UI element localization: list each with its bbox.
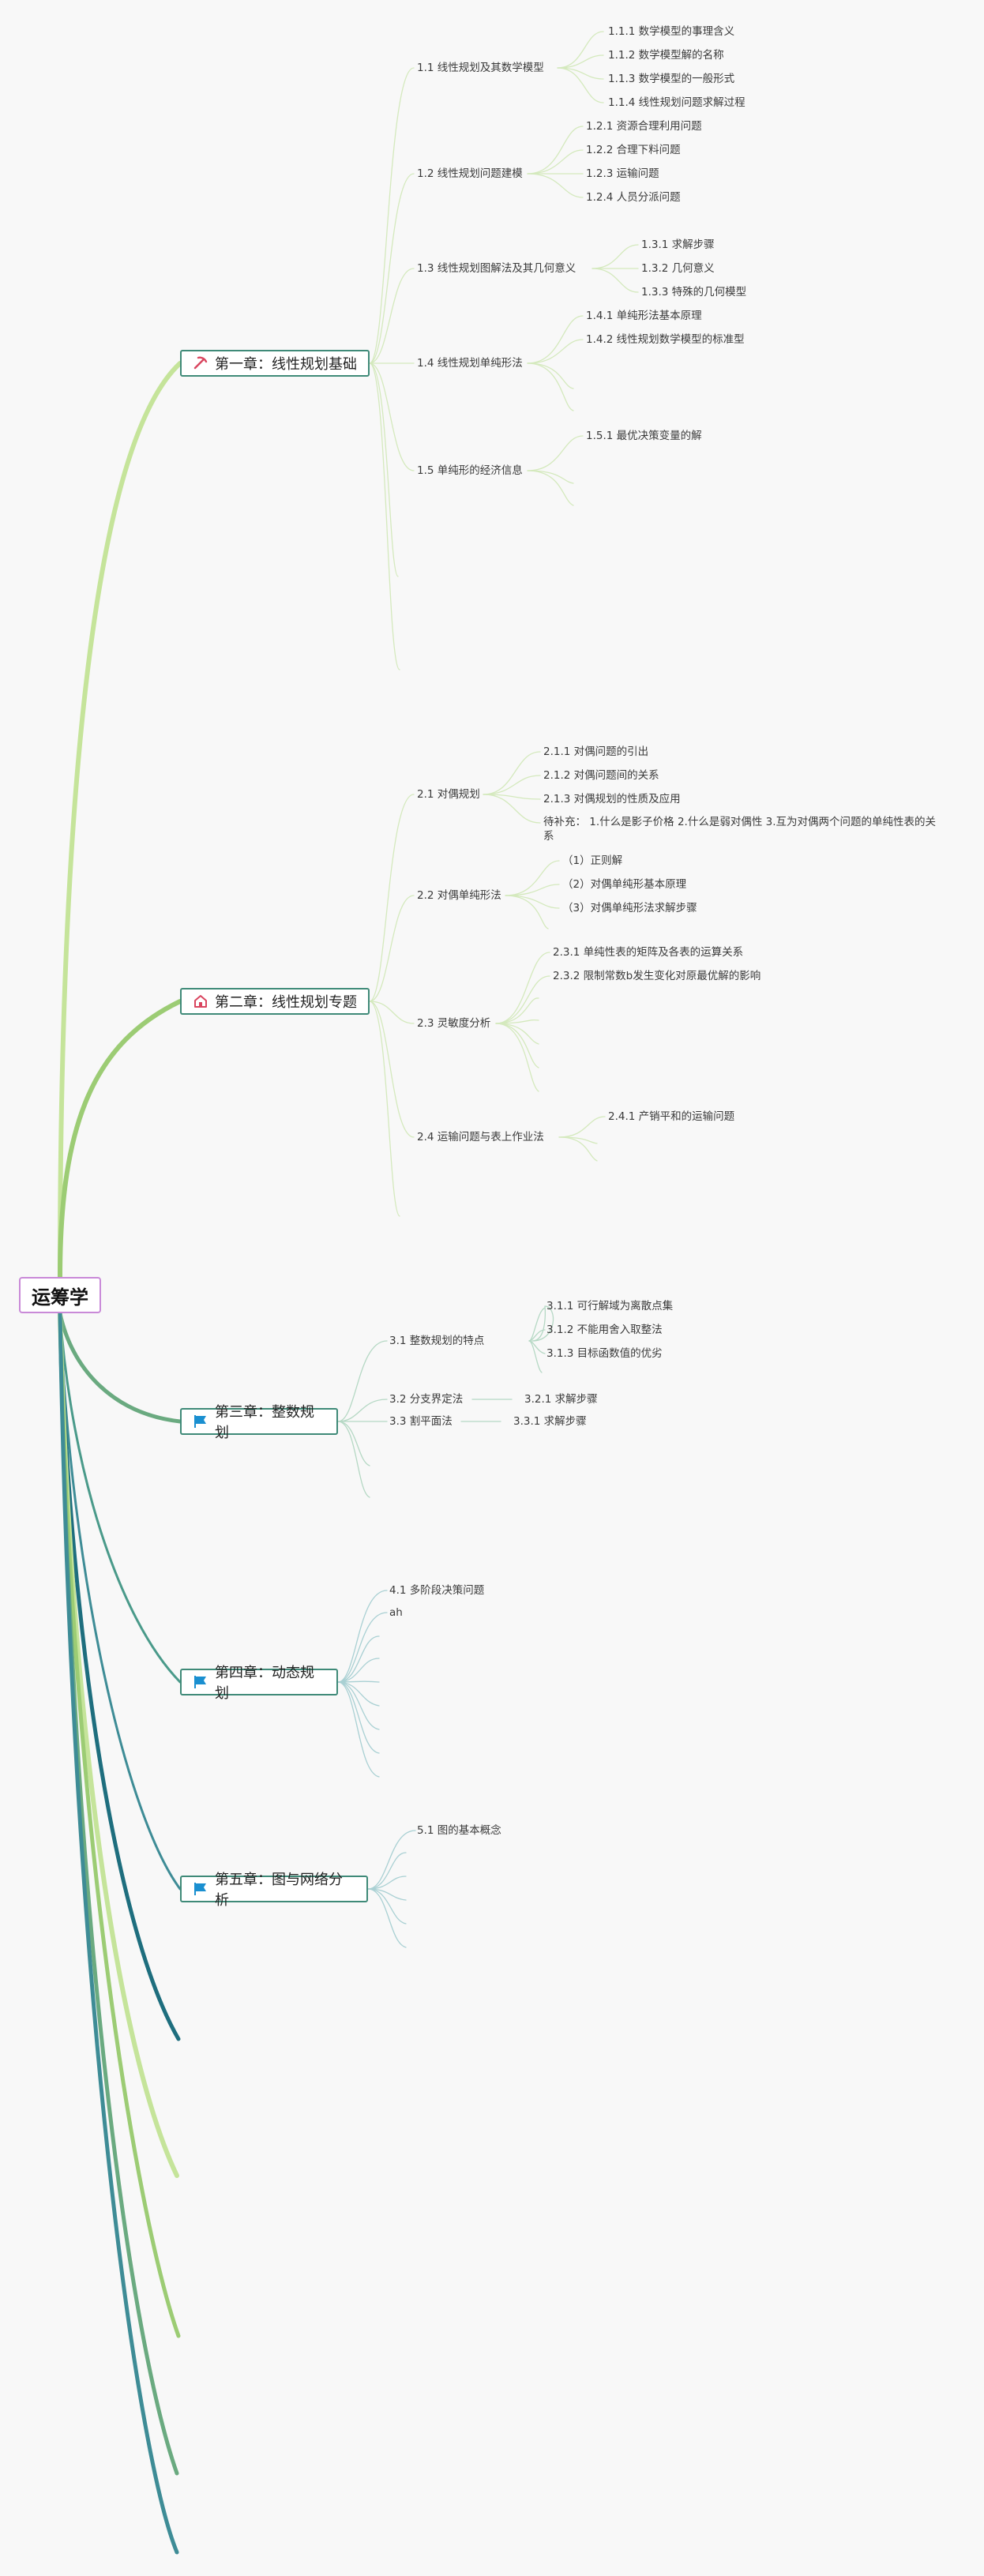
- flag-icon: [193, 1414, 208, 1429]
- note-2-1[interactable]: 待补充： 1.什么是影子价格 2.什么是弱对偶性 3.互为对偶两个问题的单纯性表…: [543, 816, 937, 843]
- flag-icon: [193, 1674, 208, 1690]
- chapter-5-label: 第五章：图与网络分析: [215, 1872, 343, 1909]
- chapter-1-node[interactable]: 第一章：线性规划基础: [180, 350, 370, 377]
- item-1-2-1[interactable]: 1.2.1 资源合理利用问题: [586, 120, 702, 133]
- section-2-1[interactable]: 2.1 对偶规划: [417, 788, 480, 801]
- item-1-1-1[interactable]: 1.1.1 数学模型的事理含义: [608, 25, 735, 38]
- chapter-5-node[interactable]: 第五章：图与网络分析: [180, 1872, 368, 1909]
- chapter-3-label: 第三章：整数规划: [215, 1404, 314, 1441]
- item-3-1-2[interactable]: 3.1.2 不能用舍入取整法: [546, 1324, 663, 1336]
- item-2-3-2[interactable]: 2.3.2 限制常数b发生变化对原最优解的影响: [553, 970, 761, 982]
- chapter-1-label: 第一章：线性规划基础: [215, 356, 357, 373]
- item-1-1-3[interactable]: 1.1.3 数学模型的一般形式: [608, 73, 735, 85]
- section-1-5[interactable]: 1.5 单纯形的经济信息: [417, 464, 523, 477]
- section-2-3[interactable]: 2.3 灵敏度分析: [417, 1017, 491, 1030]
- item-3-3-1[interactable]: 3.3.1 求解步骤: [513, 1415, 587, 1428]
- item-2-4-1[interactable]: 2.4.1 产销平和的运输问题: [608, 1110, 735, 1123]
- section-3-1[interactable]: 3.1 整数规划的特点: [389, 1335, 485, 1347]
- flag-icon: [193, 1881, 208, 1897]
- item-1-2-2[interactable]: 1.2.2 合理下料问题: [586, 144, 681, 156]
- home-icon: [193, 993, 208, 1009]
- item-2-2-1[interactable]: （1）正则解: [562, 854, 623, 867]
- item-1-4-2[interactable]: 1.4.2 线性规划数学模型的标准型: [586, 333, 745, 346]
- section-1-3[interactable]: 1.3 线性规划图解法及其几何意义: [417, 262, 577, 275]
- item-3-1-3[interactable]: 3.1.3 目标函数值的优劣: [546, 1347, 663, 1360]
- item-3-1-1[interactable]: 3.1.1 可行解域为离散点集: [546, 1300, 674, 1312]
- item-1-3-3[interactable]: 1.3.3 特殊的几何模型: [641, 286, 747, 299]
- chapter-2-node[interactable]: 第二章：线性规划专题: [180, 988, 370, 1015]
- item-2-1-3[interactable]: 2.1.3 对偶规划的性质及应用: [543, 793, 681, 805]
- section-1-4[interactable]: 1.4 线性规划单纯形法: [417, 357, 523, 370]
- pickaxe-icon: [193, 355, 208, 371]
- chapter-4-node[interactable]: 第四章：动态规划: [180, 1665, 338, 1702]
- chapter-2-label: 第二章：线性规划专题: [215, 994, 357, 1011]
- section-3-3[interactable]: 3.3 割平面法: [389, 1415, 453, 1428]
- section-3-2[interactable]: 3.2 分支界定法: [389, 1393, 464, 1406]
- section-2-2[interactable]: 2.2 对偶单纯形法: [417, 889, 501, 902]
- item-1-3-2[interactable]: 1.3.2 几何意义: [641, 262, 715, 275]
- chapter-4-label: 第四章：动态规划: [215, 1665, 314, 1702]
- item-1-4-1[interactable]: 1.4.1 单纯形法基本原理: [586, 310, 702, 322]
- item-2-1-2[interactable]: 2.1.2 对偶问题间的关系: [543, 769, 659, 782]
- root-label: 运筹学: [32, 1286, 88, 1309]
- item-3-2-1[interactable]: 3.2.1 求解步骤: [524, 1393, 598, 1406]
- section-5-1[interactable]: 5.1 图的基本概念: [417, 1824, 501, 1837]
- section-1-1[interactable]: 1.1 线性规划及其数学模型: [417, 62, 544, 74]
- section-4-1[interactable]: 4.1 多阶段决策问题: [389, 1584, 485, 1597]
- item-1-2-4[interactable]: 1.2.4 人员分派问题: [586, 191, 681, 204]
- section-2-4[interactable]: 2.4 运输问题与表上作业法: [417, 1131, 544, 1143]
- section-1-2[interactable]: 1.2 线性规划问题建模: [417, 167, 523, 180]
- item-1-1-2[interactable]: 1.1.2 数学模型解的名称: [608, 49, 724, 62]
- root-topic[interactable]: 运筹学: [19, 1277, 101, 1313]
- item-1-1-4[interactable]: 1.1.4 线性规划问题求解过程: [608, 96, 746, 109]
- item-2-1-1[interactable]: 2.1.1 对偶问题的引出: [543, 745, 649, 758]
- item-1-3-1[interactable]: 1.3.1 求解步骤: [641, 238, 715, 251]
- item-2-3-1[interactable]: 2.3.1 单纯性表的矩阵及各表的运算关系: [553, 946, 744, 959]
- chapter-3-node[interactable]: 第三章：整数规划: [180, 1404, 338, 1441]
- item-2-2-3[interactable]: （3）对偶单纯形法求解步骤: [562, 902, 697, 914]
- section-4-2[interactable]: ah: [389, 1606, 403, 1619]
- item-2-2-2[interactable]: （2）对偶单纯形基本原理: [562, 878, 687, 891]
- item-1-2-3[interactable]: 1.2.3 运输问题: [586, 167, 659, 180]
- item-1-5-1[interactable]: 1.5.1 最优决策变量的解: [586, 430, 702, 442]
